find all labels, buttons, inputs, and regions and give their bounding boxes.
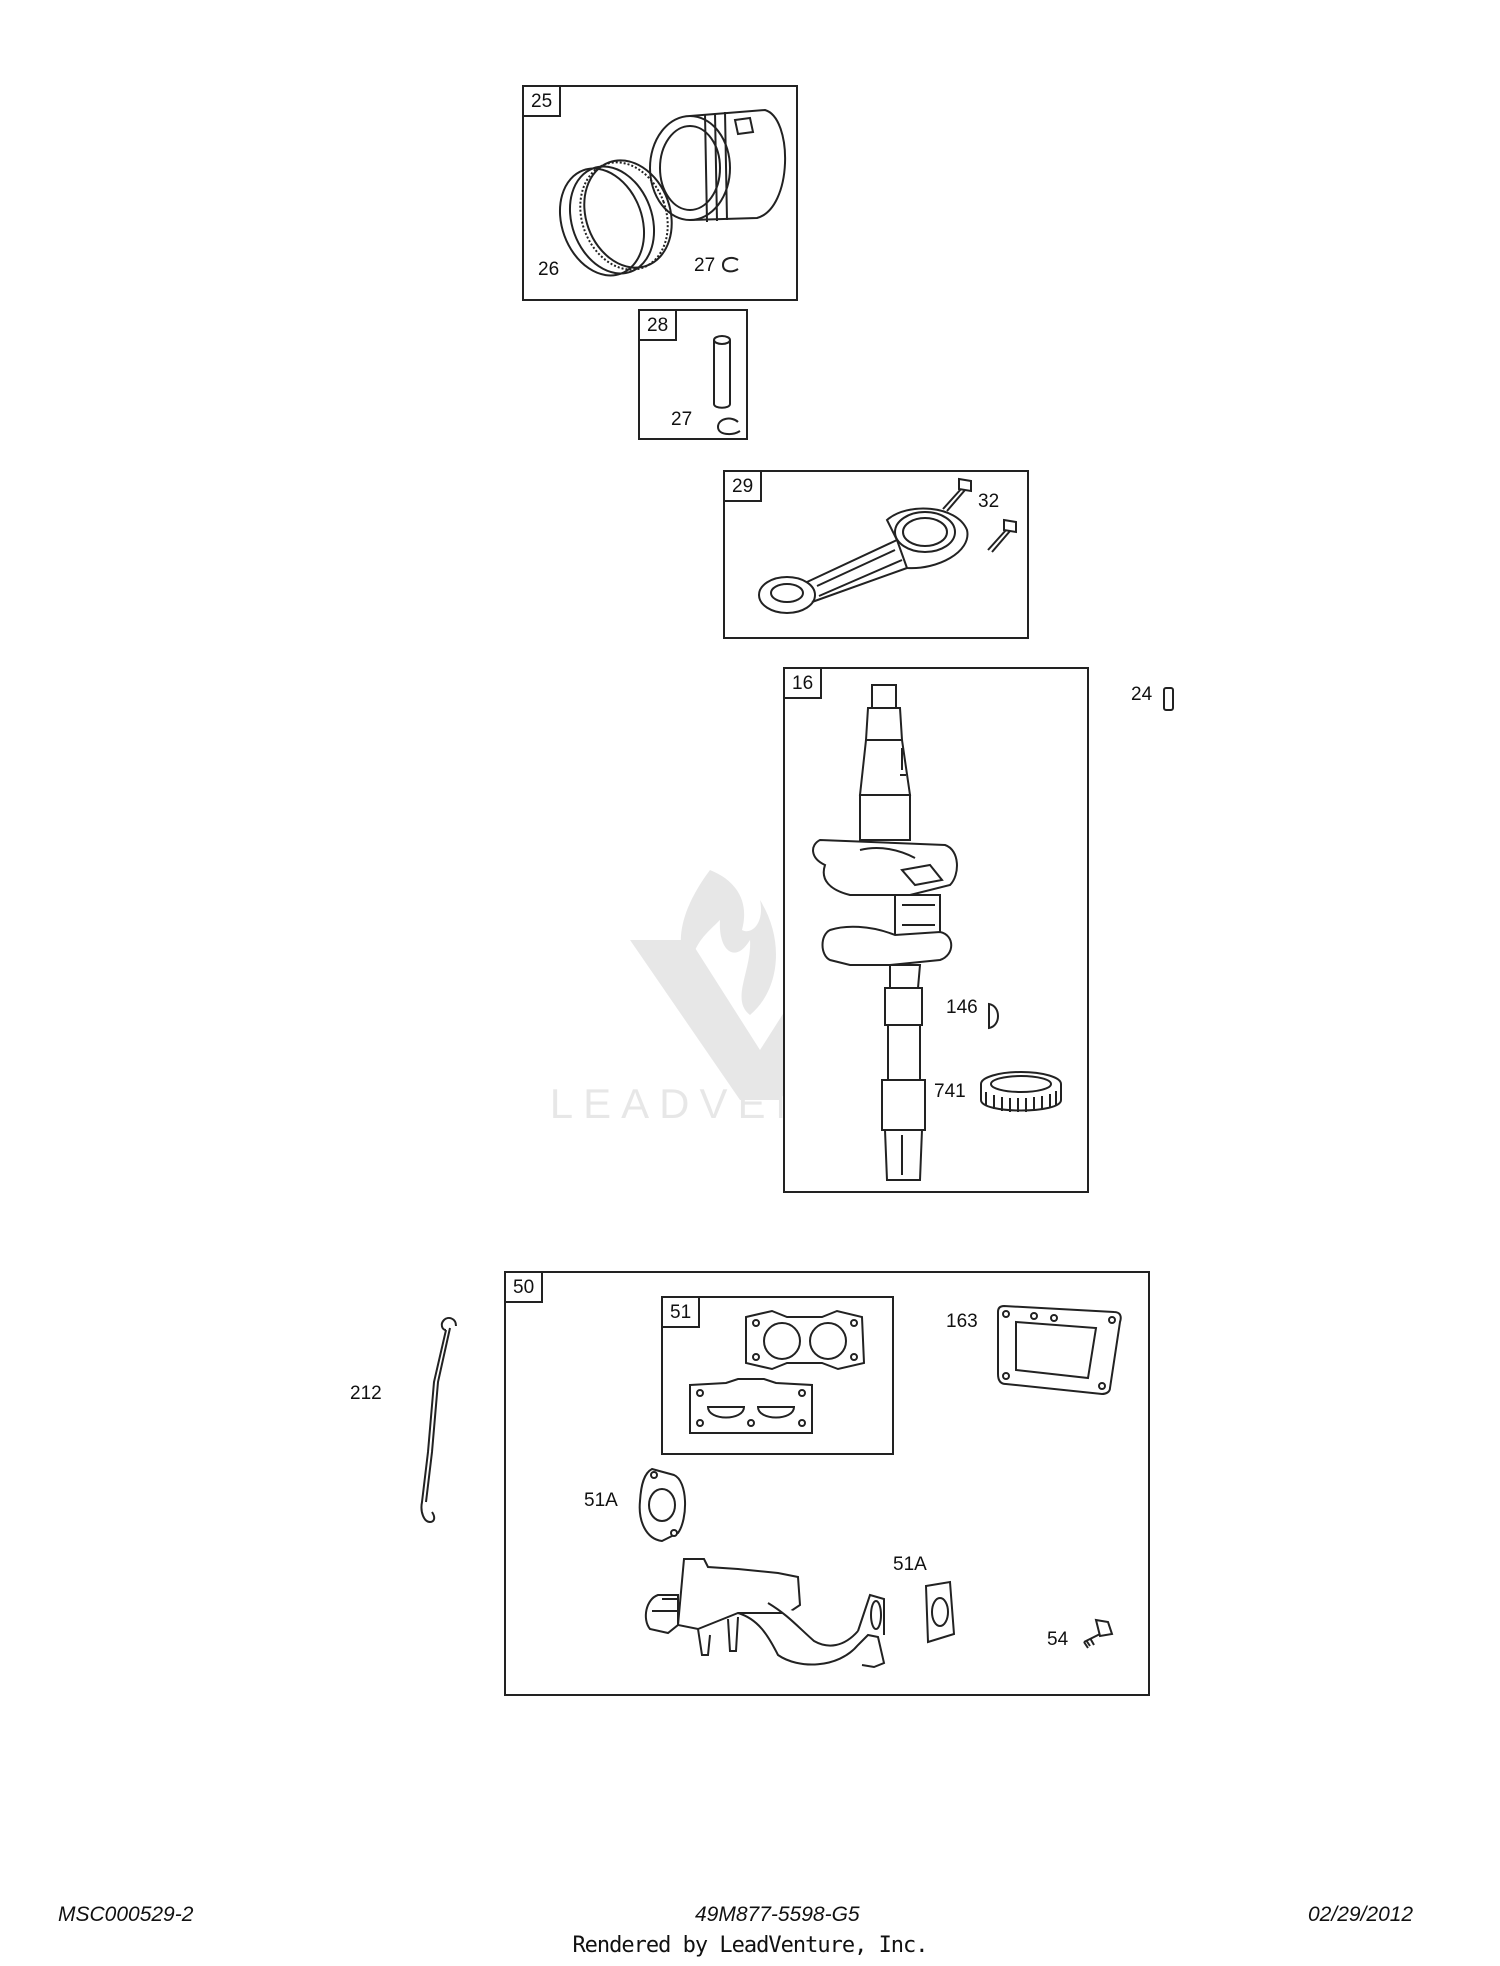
piston-pin-ref-label: 28 [640,311,678,341]
crankshaft-icon [790,680,970,1185]
intake-gasket-callout-a: 51A [584,1490,618,1511]
screw-callout: 54 [1047,1629,1069,1650]
rod-bolt-callout: 32 [978,491,1000,512]
piston-rings-callout: 26 [538,259,560,280]
connecting-rod-icon [757,490,977,630]
head-gasket-callout: 163 [946,1311,978,1332]
governor-link-callout: 212 [350,1383,382,1404]
crankshaft-ref-label: 16 [785,669,823,699]
retaining-clip-icon [714,416,744,438]
gasket-icon [632,1465,694,1545]
gasket-icon [994,1300,1126,1396]
piston-icon [645,100,795,230]
rod-bolt-icon [935,475,975,515]
gasket-icon [742,1305,868,1375]
gasket-icon [686,1377,816,1441]
dowel-pin-icon [1162,686,1176,712]
rod-bolt-icon [980,516,1020,556]
piston-ref-label: 25 [524,87,562,117]
intake-manifold-icon [638,1555,898,1675]
footer-model-number: 49M877-5598-G5 [695,1903,860,1926]
dowel-callout: 24 [1131,684,1153,705]
piston-clip-callout: 27 [694,255,716,276]
woodruff-key-callout: 146 [946,997,978,1018]
footer-diagram-code: MSC000529-2 [58,1903,194,1926]
timing-gear-icon [976,1062,1066,1112]
governor-link-icon [400,1312,464,1532]
piston-ring-icon [552,160,682,280]
intake-gasket-callout-b: 51A [893,1554,927,1575]
footer-rendered-by: Rendered by LeadVenture, Inc. [572,1933,928,1958]
gasket-icon [918,1580,958,1646]
piston-pin-icon [712,334,732,410]
timing-gear-callout: 741 [934,1081,966,1102]
woodruff-key-icon [983,1002,1003,1030]
gasket-set-ref-label: 50 [506,1273,544,1303]
connecting-rod-ref-label: 29 [725,472,763,502]
pin-clip-callout: 27 [671,409,693,430]
footer-date: 02/29/2012 [1308,1903,1414,1926]
retaining-clip-icon [720,256,742,274]
screw-icon [1074,1612,1118,1652]
head-gaskets-ref-label: 51 [663,1298,701,1328]
